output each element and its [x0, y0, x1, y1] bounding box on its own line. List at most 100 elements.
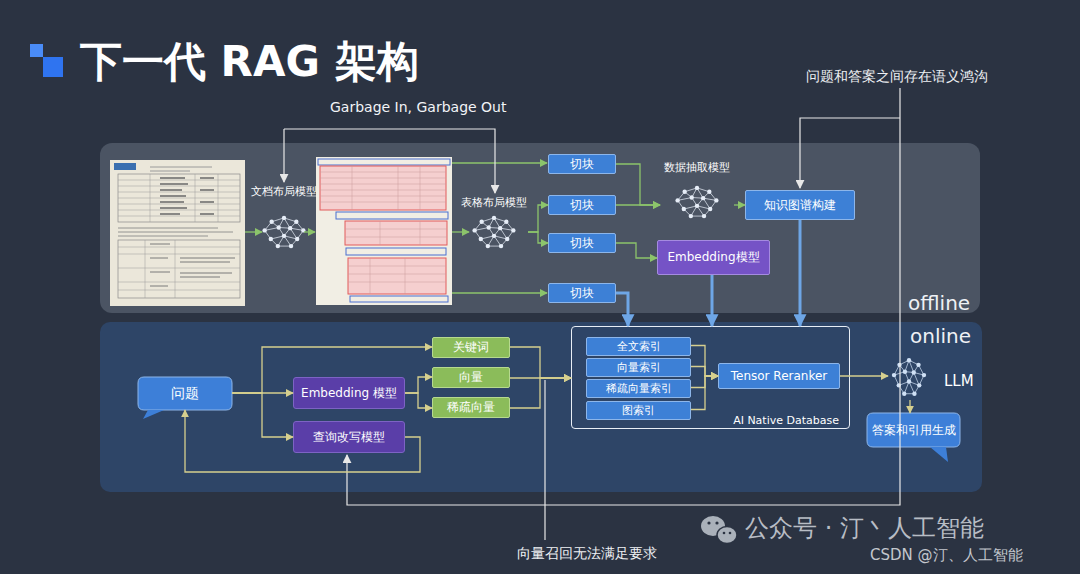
node-label: LLM	[944, 372, 974, 390]
neural-icon	[479, 220, 483, 224]
chunk-box: 切块	[548, 233, 616, 253]
document-table	[118, 174, 240, 222]
document-logo	[114, 163, 136, 170]
connector	[232, 393, 293, 437]
neural-icon	[907, 379, 911, 383]
wechat-icon	[707, 521, 710, 524]
node-label: 表格布局模型	[460, 195, 528, 210]
neural-icon	[695, 204, 699, 208]
connector	[616, 243, 657, 258]
flow-wire	[245, 163, 547, 293]
document-page	[316, 157, 452, 305]
neural-icon	[269, 220, 273, 224]
node-label: offline	[908, 291, 970, 315]
node-label: 数据抽取模型	[660, 160, 734, 175]
neural-icon	[487, 225, 491, 229]
neural-icon	[912, 370, 916, 374]
process-box: Tensor Reranker	[718, 363, 840, 389]
neural-icon	[499, 244, 503, 248]
flow-wire	[452, 292, 547, 293]
node-label: 全文索引	[617, 339, 661, 354]
neural-icon	[702, 214, 706, 218]
offline-band: 文档布局模型表格布局模型切块切块切块切块数据抽取模型知识图谱构建Embeddin…	[100, 143, 980, 313]
llm-icon: LLM	[888, 352, 980, 400]
title-mark	[30, 44, 43, 57]
index-box: 稀疏向量索引	[586, 379, 691, 398]
neural-icon	[682, 207, 686, 211]
leader-line	[283, 129, 284, 182]
model-icon: 数据抽取模型	[660, 160, 734, 228]
neural-icon	[675, 198, 679, 202]
model-icon: 表格布局模型	[460, 195, 528, 255]
node-label: 答案和引用生成	[872, 422, 956, 439]
layout-region	[318, 159, 450, 165]
table-region	[345, 221, 447, 245]
neural-icon	[295, 237, 299, 241]
neural-icon	[288, 226, 292, 230]
node-label: 图索引	[622, 403, 655, 418]
document-text	[150, 244, 235, 286]
flow-wire	[452, 231, 469, 232]
neural-icon	[707, 190, 711, 194]
document-page	[110, 160, 245, 306]
node-label: online	[910, 324, 971, 348]
layout-region	[346, 248, 446, 255]
neural-icon	[511, 228, 515, 232]
node-label: 查询改写模型	[313, 429, 385, 446]
leader-line	[347, 88, 900, 505]
node-label: Embedding 模型	[301, 385, 397, 402]
node-label: 向量	[459, 369, 483, 386]
neural-icon	[492, 234, 496, 238]
connector	[909, 400, 910, 413]
node-label: 问题	[171, 385, 199, 403]
model-icon: 文档布局模型	[246, 184, 322, 254]
neural-icon	[282, 216, 286, 220]
watermark: 公众号 · 汀丶人工智能	[745, 512, 984, 544]
neural-icon	[504, 220, 508, 224]
node-label: 关键词	[453, 339, 489, 356]
document-page	[316, 157, 452, 305]
document-text	[160, 178, 214, 214]
flow-wire	[245, 231, 262, 232]
node-label: 切块	[570, 285, 594, 302]
neural-icon	[902, 392, 906, 396]
speech-bubble: 答案和引用生成	[867, 413, 960, 447]
neural-icon	[917, 383, 921, 387]
neural-icon	[890, 356, 928, 398]
neural-icon	[682, 190, 686, 194]
node-label: 切块	[570, 197, 594, 214]
layout-region	[336, 212, 448, 219]
neural-icon	[301, 228, 305, 232]
bubble-tail	[143, 410, 164, 419]
query-box: 稀疏向量	[432, 397, 510, 418]
leader-line	[284, 88, 900, 540]
flow-wire	[304, 231, 315, 232]
node-label: 向量索引	[617, 360, 661, 375]
neural-icon	[289, 244, 293, 248]
index-box: 全文索引	[586, 337, 691, 356]
neural-icon	[916, 363, 920, 367]
bubble-shape	[867, 413, 960, 447]
neural-icon	[701, 196, 705, 200]
neural-icon	[294, 220, 298, 224]
connector	[616, 293, 628, 326]
connector	[405, 393, 432, 408]
neural-icon	[695, 186, 699, 190]
page-title: 下一代 RAG 架构	[80, 34, 419, 90]
connector	[691, 346, 718, 377]
wechat-icon	[701, 516, 725, 536]
neural-icon	[470, 214, 518, 250]
node-label: Embedding模型	[667, 249, 759, 266]
connector	[510, 378, 571, 408]
process-box: 知识图谱构建	[745, 190, 855, 220]
connector	[734, 204, 745, 205]
neural-icon	[897, 363, 901, 367]
wechat-icon	[701, 516, 737, 544]
neural-icon	[498, 226, 502, 230]
callout-note: Garbage In, Garbage Out	[330, 99, 506, 115]
neural-icon	[282, 234, 286, 238]
neural-icon	[505, 237, 509, 241]
leader-line	[284, 129, 495, 193]
